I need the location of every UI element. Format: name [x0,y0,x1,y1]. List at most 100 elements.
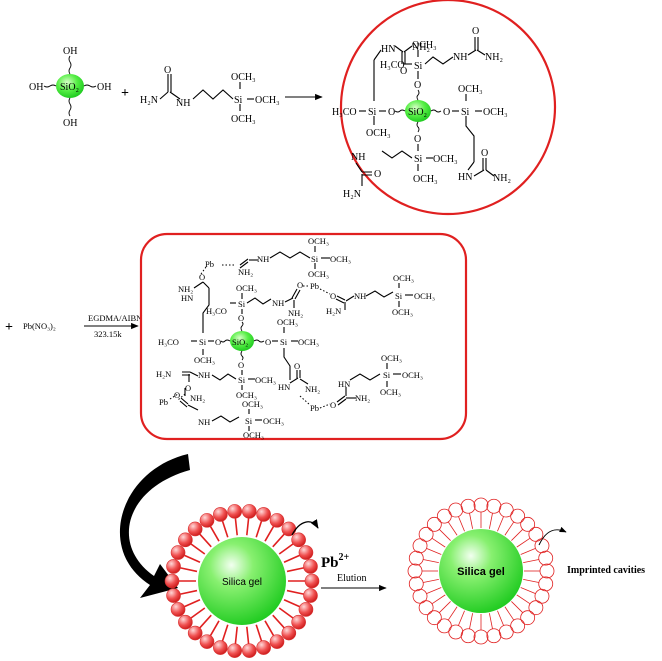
svg-text:H₃CO: H₃CO [158,337,179,347]
polymer-bead [298,602,314,617]
svg-text:H₂N: H₂N [326,306,341,316]
imprinted-cavity [460,498,476,514]
svg-text:O: O [388,107,395,118]
svg-text:Pb: Pb [205,259,214,269]
polymer-chain [272,614,285,629]
svg-text:OCH₃: OCH₃ [231,114,256,125]
svg-text:Si: Si [234,95,243,106]
polymer-bead [242,643,257,658]
elution-label: Elution [337,573,366,584]
imprinted-cavity [473,629,489,645]
cavity-chain [469,513,474,529]
svg-text:OCH₃: OCH₃ [414,291,435,301]
svg-text:OCH₃: OCH₃ [277,317,298,327]
imprinted-cavity [473,497,489,513]
svg-text:NH₂: NH₂ [190,393,205,403]
svg-text:Si: Si [461,107,470,118]
svg-text:OCH₃: OCH₃ [458,84,483,95]
svg-text:H₂N: H₂N [156,369,171,379]
imprinted-cavity [412,538,428,554]
svg-text:Si: Si [199,337,207,347]
imprinted-cavity [418,526,434,542]
svg-text:OCH₃: OCH₃ [255,375,276,385]
cavity-chain [431,594,446,605]
svg-text:O: O [472,26,479,37]
polymer-chain [234,626,238,644]
svg-text:Si: Si [395,291,403,301]
silica-sphere-small [56,74,84,98]
svg-text:OCH₃: OCH₃ [243,430,264,440]
svg-text:Si: Si [238,375,246,385]
oh-top: OH [63,46,77,57]
sio2-label: SiO₂ [60,82,79,93]
plus-sign-2: + [5,320,13,335]
cavity-pointer-arrow [538,526,567,546]
cavity-chain [458,610,465,626]
polymer-chain [278,607,294,619]
cavity-chain [516,594,531,605]
polymer-bead [170,602,186,617]
svg-text:OCH₃: OCH₃ [393,273,414,283]
imprinted-cavity [486,498,502,514]
svg-text:HN: HN [181,293,193,303]
lead-nitrate-label: Pb(NO₃)₂ [23,321,56,331]
svg-text:Si: Si [280,337,288,347]
cavity-chain [423,559,439,564]
polymer-chain [190,607,206,619]
polymer-bead [303,588,318,603]
polymer-chain [199,614,212,629]
polymer-chain [272,533,285,548]
cavity-chain [431,537,446,548]
polymer-bead [166,559,181,574]
polymer-chain [180,589,198,595]
cavity-chain [447,606,458,621]
svg-text:NH: NH [272,298,284,308]
imprinted-cavity [408,550,424,566]
pb-complex-structure: SiO₂ O Si H₃CO OCH₃ HN O Pb NH₂ NH₂ NH S… [156,236,435,440]
polymer-chain [283,598,300,608]
cavity-chain [523,578,539,583]
svg-text:Pb: Pb [159,397,168,407]
svg-text:H₂N: H₂N [343,189,361,200]
imprinted-cavity [498,502,514,518]
plus-sign-1: + [121,86,129,101]
polymer-bead [269,513,285,528]
polymer-chain [255,624,263,642]
polymer-chain [246,518,250,536]
svg-text:Si: Si [414,154,423,165]
svg-text:O: O [330,291,336,301]
svg-text:OCH₃: OCH₃ [330,254,351,264]
polymer-bead [199,634,215,649]
svg-text:OCH₃: OCH₃ [308,236,329,246]
svg-text:O: O [215,337,221,347]
polymer-chain [234,518,238,536]
svg-text:O: O [414,80,421,91]
svg-text:OCH₃: OCH₃ [433,154,458,165]
svg-text:NH: NH [354,291,366,301]
cavity-chain [511,601,524,614]
svg-text:O: O [297,280,303,290]
grafted-silica-circle [339,0,557,216]
svg-text:Si: Si [383,370,391,380]
polymer-chain [283,554,300,564]
polymer-chain [278,543,294,555]
cavity-chain [438,601,451,614]
curved-process-arrow [119,454,190,598]
imprinted-cavity [448,624,464,640]
cavity-chain [447,521,458,536]
svg-text:Si: Si [368,107,377,118]
svg-text:O: O [199,272,205,282]
polymer-chain [264,526,275,542]
polymer-bead [281,521,297,537]
svg-text:OCH₃: OCH₃ [194,355,215,365]
imprinted-cavity [408,576,424,592]
cavity-chain [504,606,515,621]
svg-text:Si: Si [311,254,319,264]
cavity-chain [426,587,442,594]
svg-text:NH: NH [351,152,365,163]
svg-text:OCH₃: OCH₃ [483,107,508,118]
cavity-chain [497,516,504,532]
polymer-bead [227,643,242,658]
svg-text:O: O [443,107,450,118]
